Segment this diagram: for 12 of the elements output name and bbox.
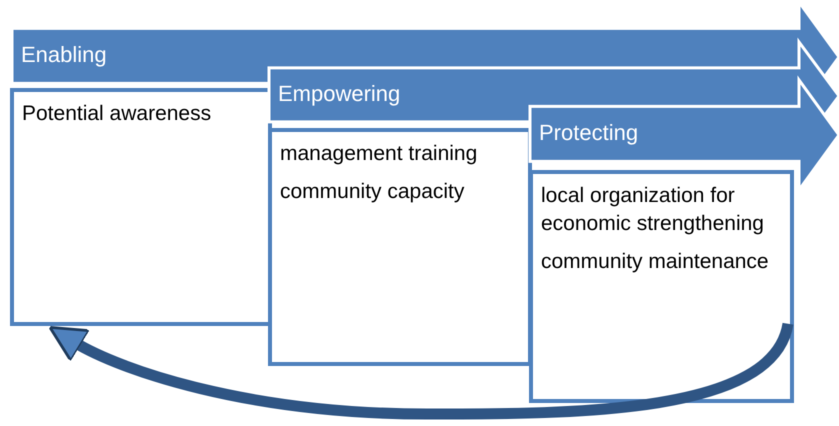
content-box (10, 88, 272, 326)
content-box (529, 170, 794, 403)
stage-label: Enabling (21, 44, 107, 66)
content-text: local organization for economic strengthening (541, 183, 765, 237)
curved-arrow (48, 322, 794, 420)
stage-label: Empowering (278, 82, 400, 105)
content-text: community maintenance (541, 249, 770, 275)
content-box (268, 128, 532, 366)
content-text: community capacity (280, 179, 466, 205)
stage-label: Protecting (539, 122, 638, 144)
content-text: Potential awareness (22, 101, 212, 127)
content-text: management training (280, 141, 478, 167)
